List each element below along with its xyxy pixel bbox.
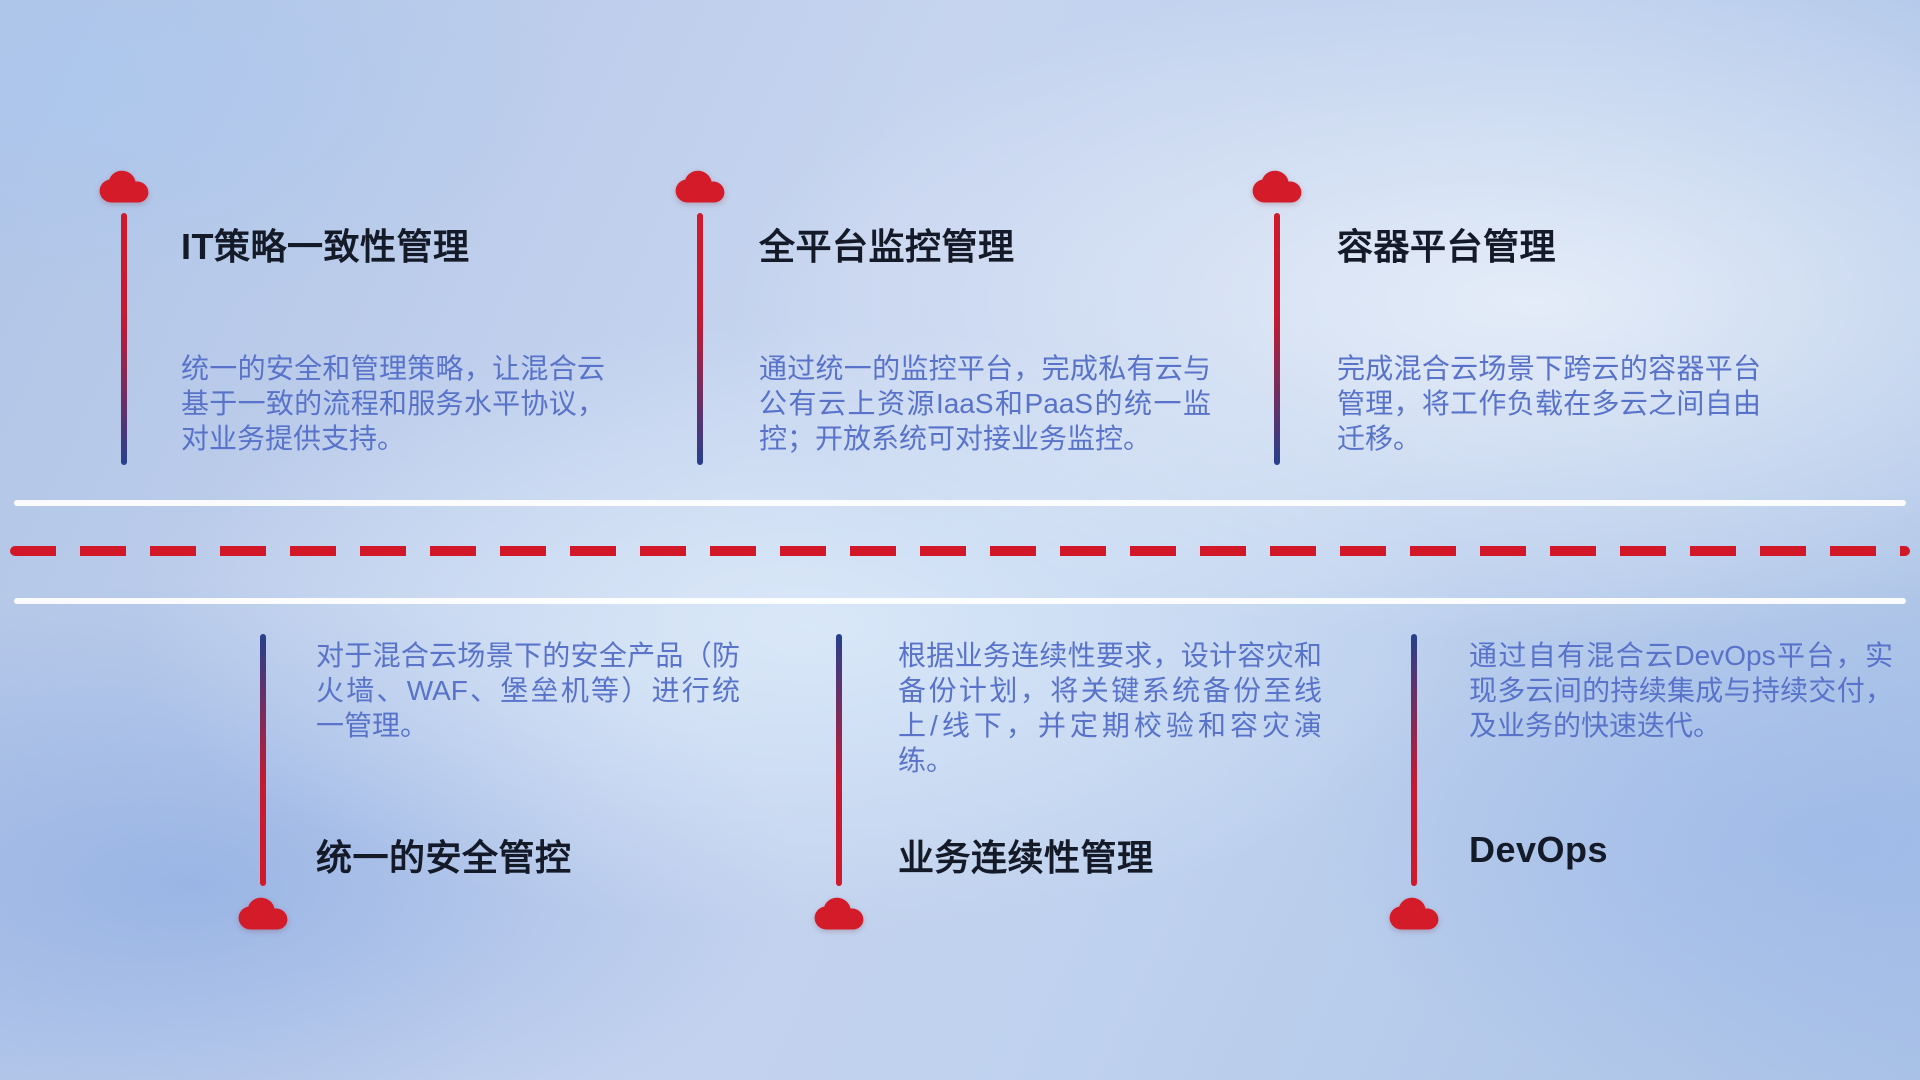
- divider-dashed-line: [10, 546, 1910, 556]
- timeline-pin-bottom-2: [813, 634, 865, 932]
- feature-description: 通过统一的监控平台，完成私有云与公有云上资源IaaS和PaaS的统一监控；开放系…: [759, 353, 1211, 454]
- timeline-connector: [1274, 213, 1280, 465]
- cloud-icon: [675, 170, 725, 203]
- feature-title-monitoring: 全平台监控管理: [759, 226, 1015, 267]
- timeline-pin-bottom-3: [1388, 634, 1440, 932]
- divider-line-bottom: [14, 598, 1906, 604]
- cloud-icon: [1252, 170, 1302, 203]
- timeline-pin-top-1: [98, 169, 150, 465]
- feature-description: 统一的安全和管理策略，让混合云基于一致的流程和服务水平协议，对业务提供支持。: [181, 353, 605, 454]
- feature-description: 根据业务连续性要求，设计容灾和备份计划，将关键系统备份至线上/线下，并定期校验和…: [898, 640, 1322, 776]
- timeline-connector: [260, 634, 266, 886]
- feature-description: 通过自有混合云DevOps平台，实现多云间的持续集成与持续交付，及业务的快速迭代…: [1469, 640, 1893, 741]
- feature-title-container: 容器平台管理: [1337, 226, 1557, 267]
- timeline-pin-top-3: [1251, 169, 1303, 465]
- feature-title-devops: DevOps: [1469, 829, 1609, 870]
- cloud-icon: [814, 897, 864, 930]
- cloud-icon: [238, 897, 288, 930]
- timeline-pin-bottom-1: [237, 634, 289, 932]
- feature-title-it-policy: IT策略一致性管理: [181, 226, 470, 267]
- feature-description: 对于混合云场景下的安全产品（防火墙、WAF、堡垒机等）进行统一管理。: [316, 640, 740, 741]
- timeline-connector: [697, 213, 703, 465]
- timeline-pin-top-2: [674, 169, 726, 465]
- divider-line-top: [14, 500, 1906, 506]
- cloud-icon: [99, 170, 149, 203]
- feature-description: 完成混合云场景下跨云的容器平台管理，将工作负载在多云之间自由迁移。: [1337, 353, 1761, 454]
- timeline-connector: [121, 213, 127, 465]
- timeline-connector: [836, 634, 842, 886]
- feature-title-continuity: 业务连续性管理: [898, 837, 1154, 878]
- feature-title-security: 统一的安全管控: [316, 837, 572, 878]
- timeline-connector: [1411, 634, 1417, 886]
- cloud-icon: [1389, 897, 1439, 930]
